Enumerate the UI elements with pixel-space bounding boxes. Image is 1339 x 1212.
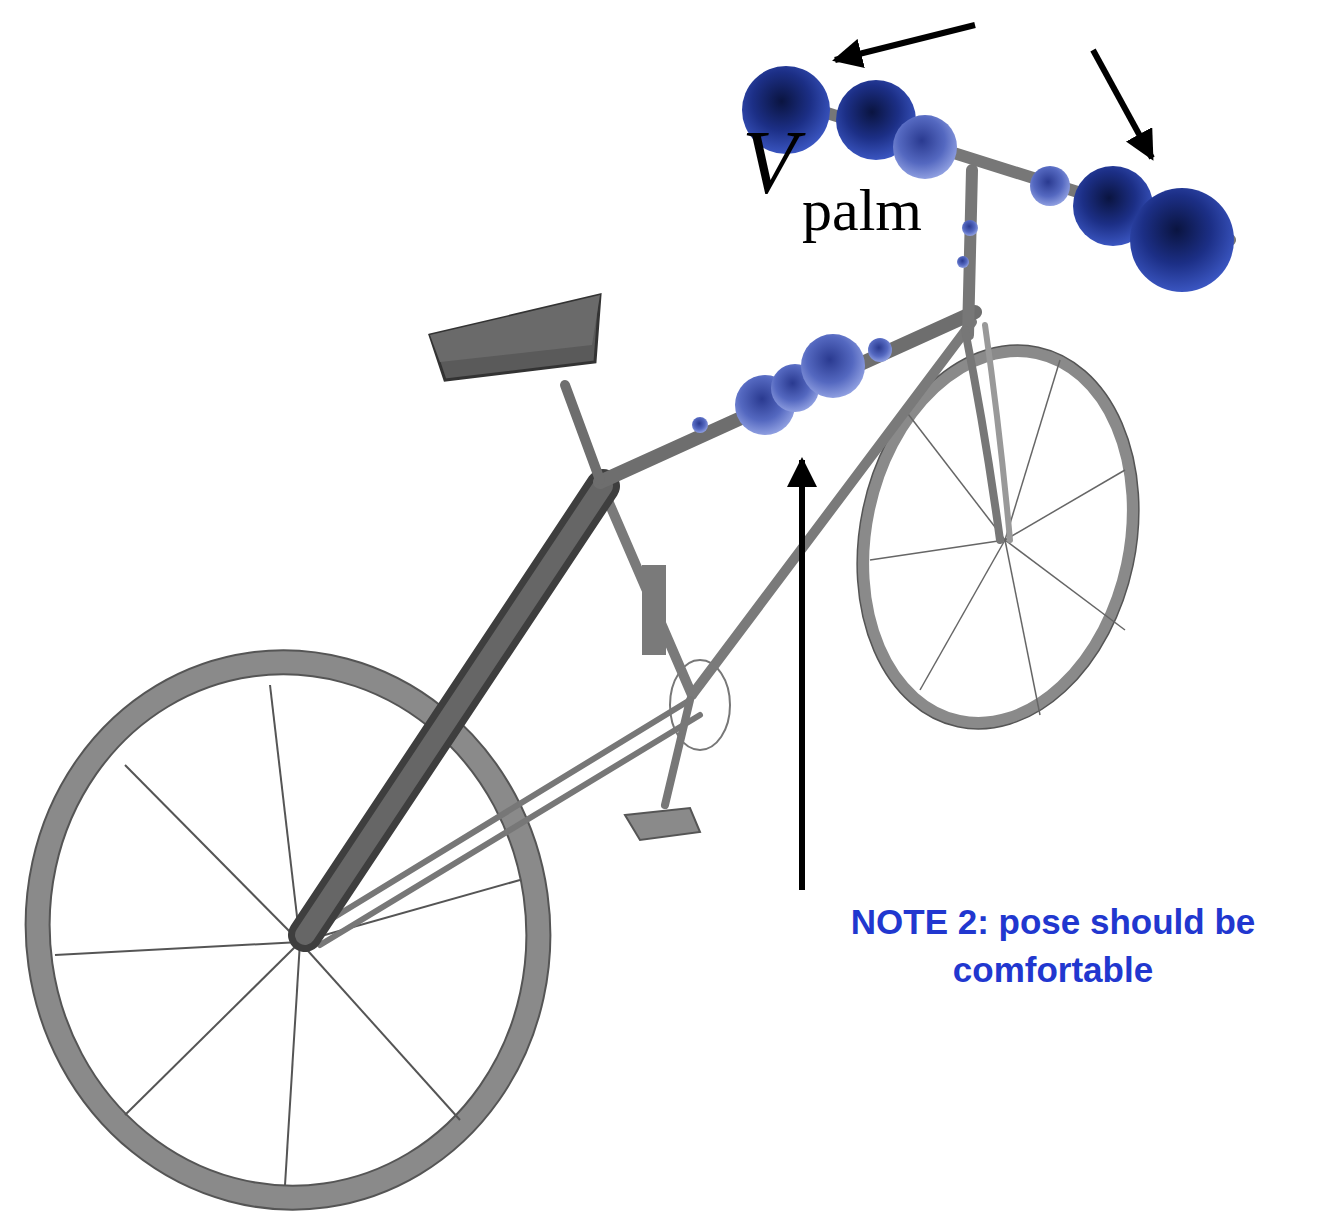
variable-subscript: palm <box>802 180 922 240</box>
variable-symbol: V <box>742 118 797 208</box>
rear-wheel <box>0 616 586 1212</box>
saddle <box>430 295 600 380</box>
palm-blobs <box>742 66 1234 292</box>
note-text: NOTE 2: pose should be comfortable <box>838 898 1268 994</box>
contact-blobs <box>692 220 978 435</box>
saddle-top <box>430 295 600 362</box>
bicycle-frame <box>305 95 1230 945</box>
pointer-arrows <box>802 25 1152 890</box>
front-wheel <box>823 319 1174 756</box>
